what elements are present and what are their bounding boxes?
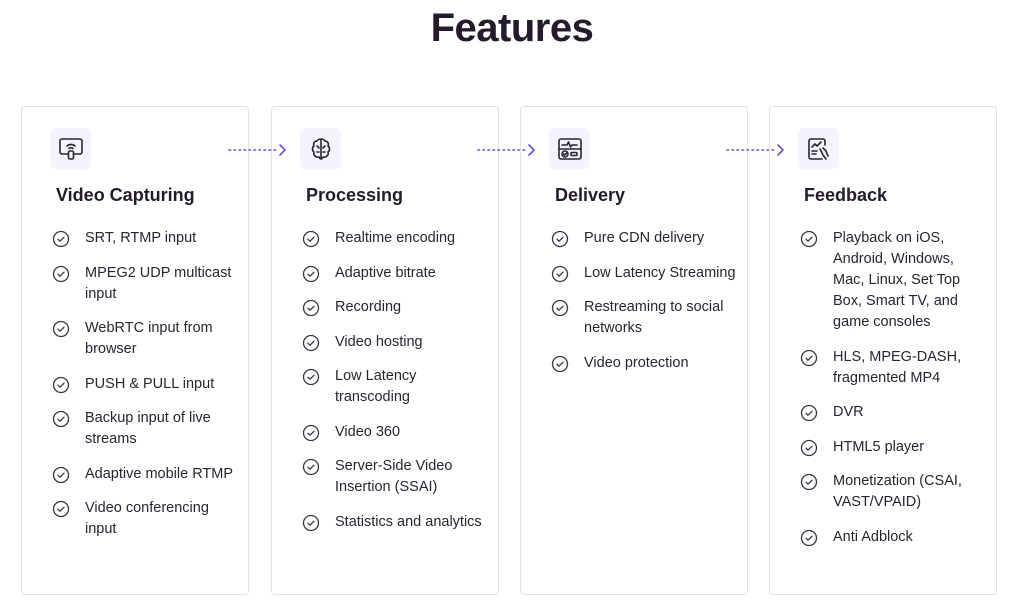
- check-circle-icon: [800, 439, 818, 456]
- item-text: Monetization (CSAI, VAST/VPAID): [833, 473, 962, 510]
- list-item: Restreaming to social networks: [551, 297, 737, 339]
- item-text: WebRTC input from browser: [85, 320, 213, 357]
- list-item: Pure CDN delivery: [551, 228, 737, 249]
- list-item: WebRTC input from browser: [52, 318, 238, 360]
- card-title: Video Capturing: [56, 185, 195, 205]
- wireless-screen-icon: [50, 128, 91, 169]
- item-text: DVR: [833, 404, 864, 420]
- list-item: DVR: [800, 402, 986, 423]
- check-circle-icon: [302, 299, 320, 317]
- item-text: Restreaming to social networks: [584, 299, 724, 336]
- item-text: Low Latency Streaming: [584, 264, 736, 281]
- check-circle-icon: [800, 404, 818, 422]
- list-item: Low Latency transcoding: [302, 366, 488, 408]
- item-text: Low Latency transcoding: [335, 368, 417, 405]
- item-text: HTML5 player: [833, 438, 925, 455]
- touch-chart-icon: [798, 128, 839, 169]
- check-circle-icon: [302, 334, 320, 351]
- check-circle-icon: [302, 424, 320, 441]
- check-circle-icon: [302, 368, 320, 386]
- check-circle-icon: [52, 265, 70, 282]
- list-item: Video conferencing input: [52, 498, 238, 540]
- feature-list: Playback on iOS, Android, Windows, Mac, …: [800, 228, 986, 561]
- list-item: Server-Side Video Insertion (SSAI): [302, 456, 488, 498]
- list-item: MPEG2 UDP multicast input: [52, 263, 238, 305]
- check-circle-icon: [52, 410, 70, 428]
- flow-arrow-icon: [726, 144, 784, 156]
- check-circle-icon: [52, 500, 70, 518]
- list-item: Video protection: [551, 353, 737, 374]
- card-title: Delivery: [555, 185, 626, 205]
- list-item: HLS, MPEG-DASH, fragmented MP4: [800, 347, 986, 389]
- list-item: SRT, RTMP input: [52, 228, 238, 249]
- check-circle-icon: [551, 355, 569, 372]
- list-item: Monetization (CSAI, VAST/VPAID): [800, 471, 986, 513]
- item-text: Recording: [335, 299, 402, 315]
- list-item: Low Latency Streaming: [551, 263, 737, 284]
- list-item: Anti Adblock: [800, 527, 986, 548]
- monitor-check-icon: [549, 128, 590, 169]
- list-item: Adaptive bitrate: [302, 263, 488, 284]
- feature-card-feedback: Feedback Playback on iOS, Android, Windo…: [769, 106, 997, 595]
- check-circle-icon: [302, 230, 320, 248]
- item-text: Statistics and analytics: [335, 513, 482, 530]
- item-text: Adaptive bitrate: [335, 264, 436, 281]
- item-text: Realtime encoding: [335, 230, 456, 246]
- list-item: Backup input of live streams: [52, 408, 238, 450]
- check-circle-icon: [302, 265, 320, 282]
- list-item: Realtime encoding: [302, 228, 488, 249]
- item-text: SRT, RTMP input: [85, 230, 197, 246]
- list-item: Video 360: [302, 422, 488, 443]
- list-item: Adaptive mobile RTMP: [52, 464, 238, 485]
- check-circle-icon: [800, 473, 818, 491]
- card-title: Processing: [306, 185, 404, 205]
- list-item: Playback on iOS, Android, Windows, Mac, …: [800, 228, 986, 333]
- item-text: Backup input of live streams: [85, 410, 211, 447]
- check-circle-icon: [302, 458, 320, 476]
- check-circle-icon: [551, 265, 569, 282]
- item-text: Playback on iOS, Android, Windows, Mac, …: [833, 230, 961, 330]
- item-text: Video conferencing input: [85, 500, 209, 537]
- item-text: Video hosting: [335, 333, 423, 350]
- check-circle-icon: [800, 230, 818, 248]
- flow-arrow-icon: [477, 144, 535, 156]
- check-circle-icon: [551, 299, 569, 317]
- check-circle-icon: [800, 349, 818, 366]
- check-circle-icon: [551, 230, 569, 248]
- list-item: Statistics and analytics: [302, 512, 488, 533]
- item-text: PUSH & PULL input: [85, 375, 215, 392]
- list-item: HTML5 player: [800, 437, 986, 458]
- check-circle-icon: [302, 514, 320, 531]
- item-text: Server-Side Video Insertion (SSAI): [335, 458, 453, 495]
- list-item: Video hosting: [302, 332, 488, 353]
- card-title: Feedback: [804, 185, 888, 205]
- brain-icon: [300, 128, 341, 169]
- item-text: Video 360: [335, 423, 401, 440]
- check-circle-icon: [800, 529, 818, 546]
- check-circle-icon: [52, 320, 70, 338]
- item-text: Adaptive mobile RTMP: [85, 465, 234, 482]
- item-text: MPEG2 UDP multicast input: [85, 264, 232, 302]
- list-item: Recording: [302, 297, 488, 318]
- page-title: Features: [430, 6, 594, 50]
- list-item: PUSH & PULL input: [52, 374, 238, 395]
- check-circle-icon: [52, 230, 70, 248]
- flow-arrow-icon: [228, 144, 286, 156]
- item-text: Video protection: [584, 354, 689, 371]
- check-circle-icon: [52, 376, 70, 393]
- item-text: Pure CDN delivery: [584, 230, 705, 246]
- item-text: HLS, MPEG-DASH, fragmented MP4: [833, 348, 962, 386]
- check-circle-icon: [52, 466, 70, 483]
- item-text: Anti Adblock: [833, 528, 913, 545]
